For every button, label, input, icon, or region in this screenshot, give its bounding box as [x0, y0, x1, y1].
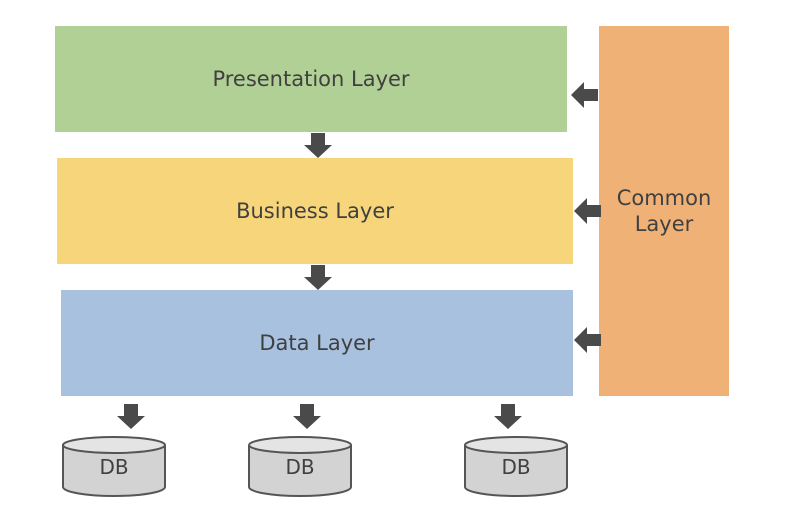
arrow-down-icon [494, 404, 522, 429]
arrow-left-icon [574, 198, 601, 224]
database-icon [62, 436, 166, 497]
arrow-down-icon [117, 404, 145, 429]
data-layer: Data Layer [61, 290, 573, 396]
arrow-down-icon [304, 265, 332, 290]
database-icon [248, 436, 352, 497]
presentation-layer: Presentation Layer [55, 26, 567, 132]
arrow-left-icon [571, 82, 598, 108]
business-layer-label: Business Layer [236, 199, 394, 223]
arrow-left-icon [574, 327, 601, 353]
common-layer: Common Layer [599, 26, 729, 396]
data-layer-label: Data Layer [259, 331, 375, 355]
presentation-layer-label: Presentation Layer [212, 67, 410, 91]
database-cylinder: DB [61, 435, 167, 499]
business-layer: Business Layer [57, 158, 573, 264]
database-cylinder: DB [463, 435, 569, 499]
database-label: DB [285, 455, 315, 479]
database-label: DB [501, 455, 531, 479]
database-icon [464, 436, 568, 497]
common-layer-label-line1: Common [616, 186, 712, 210]
database-label: DB [99, 455, 129, 479]
database-cylinder: DB [247, 435, 353, 499]
arrow-down-icon [293, 404, 321, 429]
common-layer-label-line2: Layer [634, 212, 694, 236]
arrow-down-icon [304, 133, 332, 158]
